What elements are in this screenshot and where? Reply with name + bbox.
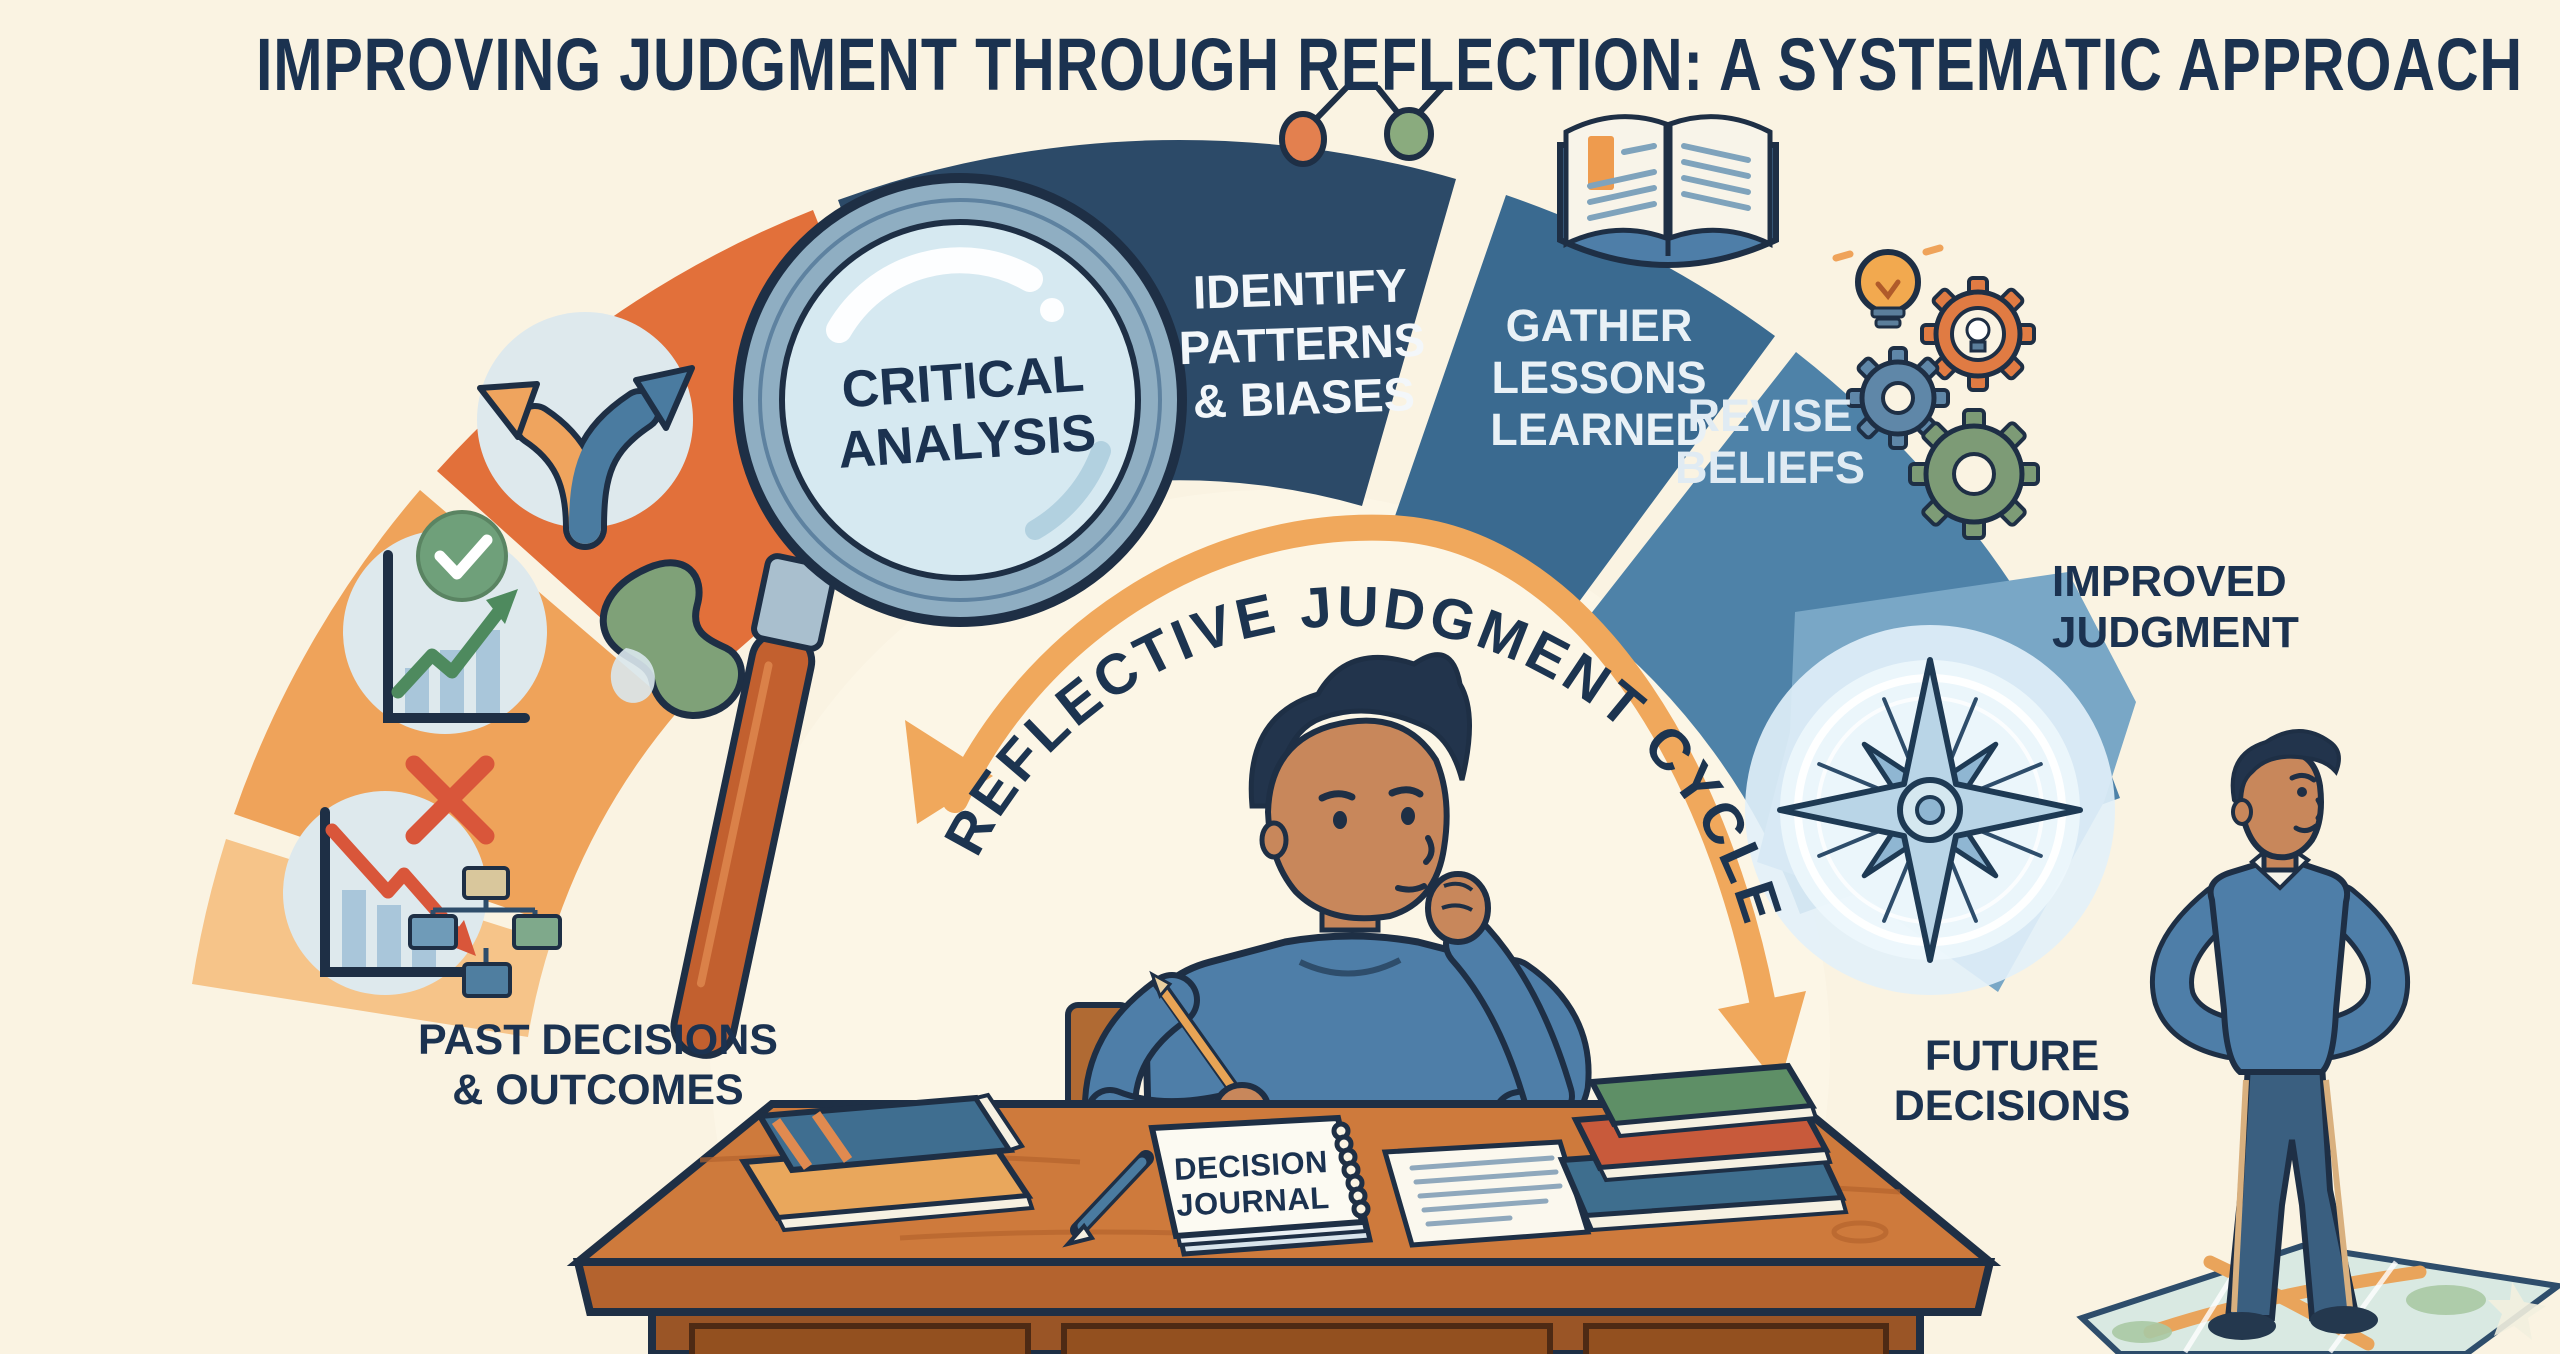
cycle-arrow [905,514,1806,1087]
bookmark [1588,136,1614,190]
arc-segment-gather [1395,195,1775,610]
abstract-shape-icon [599,559,745,719]
arrowhead-left [905,720,993,824]
decision-journal-label: DECISION JOURNAL [1173,1144,1331,1223]
past-decisions-label: PAST DECISIONS & OUTCOMES [418,1016,778,1114]
notes-paper [1381,1139,1592,1248]
gear-bulb-icon [1920,276,2036,392]
check-icon [434,534,493,580]
improved-judgment-label: IMPROVED JUDGMENT [2052,557,2299,658]
desk-edge [572,1258,1996,1316]
x-icon [405,755,495,845]
lightbulb-icon [1832,244,1944,329]
arrowhead-right [1718,991,1806,1087]
stage-label-critical-analysis: CRITICAL ANALYSIS [836,344,1098,481]
right-book-stack [1557,1062,1849,1233]
thinking-hand [1425,871,1491,945]
magnifying-glass-icon [670,173,1187,1059]
open-book-icon [1557,114,1779,268]
stage-label-gather-lessons: GATHER LESSONS LEARNED [1490,300,1708,456]
stage-label-identify-patterns: IDENTIFY PATTERNS & BIASES [1177,258,1426,428]
stage-label-revise-beliefs: REVISE BELIEFS [1674,390,1866,494]
compass-rose [1777,657,2083,963]
face [1264,717,1450,922]
standing-person [2149,729,2411,1340]
chart-up-check-icon [343,510,547,734]
future-decisions-label: FUTURE DECISIONS [1893,1032,2131,1130]
gear-green-icon [1908,408,2040,540]
map-pins-icon [1279,83,1447,167]
fork-arrows-icon [477,312,695,550]
hair [1248,652,1473,809]
left-books [738,1092,1035,1233]
page-title: IMPROVING JUDGMENT THROUGH REFLECTION: A… [256,23,2523,106]
pen-icon [1062,1150,1154,1248]
flowchart-icon [408,866,562,998]
future-scene [2076,729,2560,1354]
decision-journal [1148,1114,1374,1257]
compass-icon [1745,572,2136,995]
